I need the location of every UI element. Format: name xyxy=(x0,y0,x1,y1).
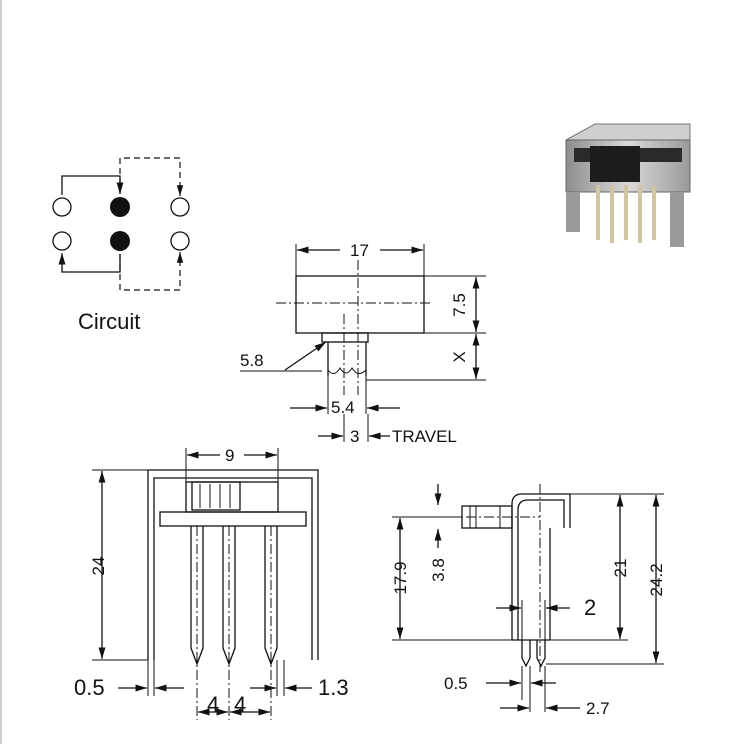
dim-pitch-left: 4 xyxy=(207,692,219,717)
circuit-alt-link-bottom xyxy=(119,252,184,291)
circuit-caption: Circuit xyxy=(78,309,140,334)
circuit-contact xyxy=(170,197,190,217)
dim-pin-gap: 2 xyxy=(584,595,596,620)
front-base xyxy=(159,511,307,527)
side-view: 17.9 3.8 21 24.2 2 0.5 2.7 xyxy=(391,484,666,718)
actuator-base xyxy=(321,332,369,343)
top-view: 17 7.5 X 5.8 5.4 3 TRAVEL xyxy=(240,241,486,446)
side-pin xyxy=(521,640,531,668)
product-photo xyxy=(565,123,691,247)
travel-label: TRAVEL xyxy=(392,427,457,446)
circuit-contact xyxy=(52,197,72,217)
side-outer xyxy=(511,493,571,640)
circuit-link-bottom xyxy=(58,253,121,273)
dim-height: 7.5 xyxy=(450,293,469,317)
dim-pitch-right: 4 xyxy=(234,692,246,717)
dim-overall-height: 24.2 xyxy=(647,563,666,596)
actuator-stem xyxy=(327,342,367,376)
circuit-diagram: Circuit xyxy=(52,157,190,334)
circuit-contact xyxy=(52,231,72,251)
circuit-contact xyxy=(170,231,190,251)
circuit-contact-common xyxy=(110,231,130,251)
dim-overall-height: 24 xyxy=(89,557,108,576)
dim-actuator-width: 5.4 xyxy=(331,398,355,417)
front-pin xyxy=(222,526,236,666)
dim-body-height: 21 xyxy=(611,559,630,578)
circuit-contact-common xyxy=(110,197,130,217)
page-left-border xyxy=(0,0,2,744)
dim-travel: 3 xyxy=(350,427,359,446)
dim-width: 17 xyxy=(350,241,369,260)
dim-pin-spacing: 2.7 xyxy=(586,699,610,718)
dim-actuator-length: 5.8 xyxy=(240,351,264,370)
dim-pin-thickness: 0.5 xyxy=(444,674,468,693)
front-pin xyxy=(264,526,278,666)
front-bracket xyxy=(147,469,319,660)
top-view-body xyxy=(295,275,425,334)
side-pin xyxy=(536,640,546,668)
dim-knob-height: 17.9 xyxy=(391,561,410,594)
dim-knob-size: 3.8 xyxy=(429,558,448,582)
dim-travel-offset: X xyxy=(450,351,469,362)
front-view: 9 24 0.5 1.3 4 4 xyxy=(74,446,349,720)
front-pin xyxy=(190,526,204,666)
circuit-alt-link-top xyxy=(119,157,184,196)
dim-pin-width: 1.3 xyxy=(318,675,349,700)
circuit-link-top xyxy=(61,175,124,195)
side-inner xyxy=(517,499,565,640)
dim-actuator-span: 9 xyxy=(225,446,234,465)
dim-bracket-thickness: 0.5 xyxy=(74,675,105,700)
front-actuator xyxy=(191,481,241,511)
